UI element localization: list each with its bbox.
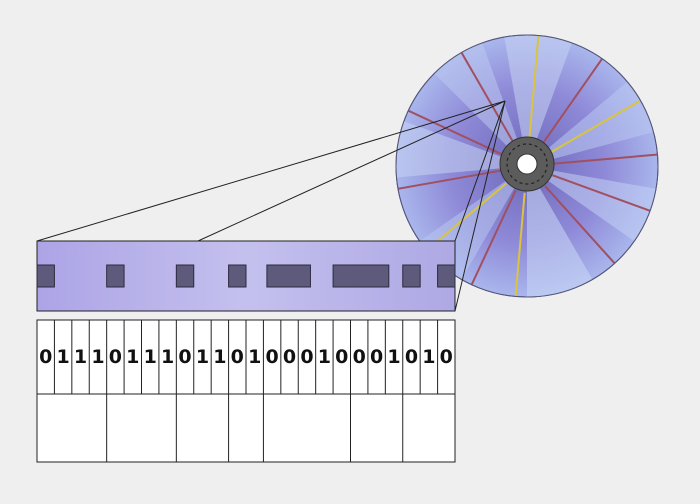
bit-digit: 1 xyxy=(91,346,104,368)
bit-digit: 1 xyxy=(57,346,70,368)
bit-digit: 1 xyxy=(213,346,226,368)
pit-mark xyxy=(106,264,125,288)
disc-reflection xyxy=(527,166,658,247)
pit-track-strip xyxy=(36,240,456,312)
pit-mark xyxy=(175,264,195,288)
pit-mark xyxy=(437,264,456,288)
compact-disc xyxy=(395,34,659,298)
zoom-lines xyxy=(36,100,506,312)
disc-center-hole xyxy=(516,153,538,175)
bit-digit: 1 xyxy=(144,346,157,368)
bit-digit: 0 xyxy=(370,346,383,368)
bit-digit: 1 xyxy=(196,346,209,368)
disc-ray xyxy=(541,50,609,145)
pit-mark xyxy=(402,264,421,288)
pit-mark xyxy=(228,264,247,288)
disc-ray xyxy=(466,190,517,294)
disc-ray xyxy=(399,105,503,156)
bit-digit: 0 xyxy=(109,346,122,368)
bit-digit: 0 xyxy=(440,346,453,368)
bit-digit: 0 xyxy=(178,346,191,368)
disc-reflection xyxy=(502,35,575,166)
bit-digit: 0 xyxy=(300,346,313,368)
pit-mark xyxy=(332,264,390,288)
disc-reflection xyxy=(396,118,527,179)
bit-digit: 0 xyxy=(283,346,296,368)
bit-digit: 0 xyxy=(353,346,366,368)
disc-reflection xyxy=(428,35,527,166)
bit-digit: 0 xyxy=(335,346,348,368)
disc-ray xyxy=(544,185,622,271)
bit-digit: 1 xyxy=(74,346,87,368)
disc-ray xyxy=(553,152,658,165)
disc-ray xyxy=(513,192,526,297)
bit-digit: 1 xyxy=(318,346,331,368)
bit-digit: 1 xyxy=(387,346,400,368)
disc-ray xyxy=(456,44,515,144)
bit-digit: 0 xyxy=(405,346,418,368)
pit-mark xyxy=(266,264,311,288)
disc-ray xyxy=(549,95,649,154)
bit-digit: 0 xyxy=(231,346,244,368)
bit-digit: 0 xyxy=(266,346,279,368)
bit-digit: 1 xyxy=(161,346,174,368)
bit-digit: 0 xyxy=(39,346,52,368)
disc-ray xyxy=(396,169,501,192)
bit-digit: 1 xyxy=(126,346,139,368)
bit-digit: 1 xyxy=(422,346,435,368)
disc-reflection xyxy=(527,76,658,166)
bit-digit: 1 xyxy=(248,346,261,368)
pit-mark xyxy=(36,264,55,288)
disc-ray xyxy=(528,35,541,140)
disc-reflection xyxy=(527,166,597,297)
disc-ray xyxy=(552,174,658,215)
